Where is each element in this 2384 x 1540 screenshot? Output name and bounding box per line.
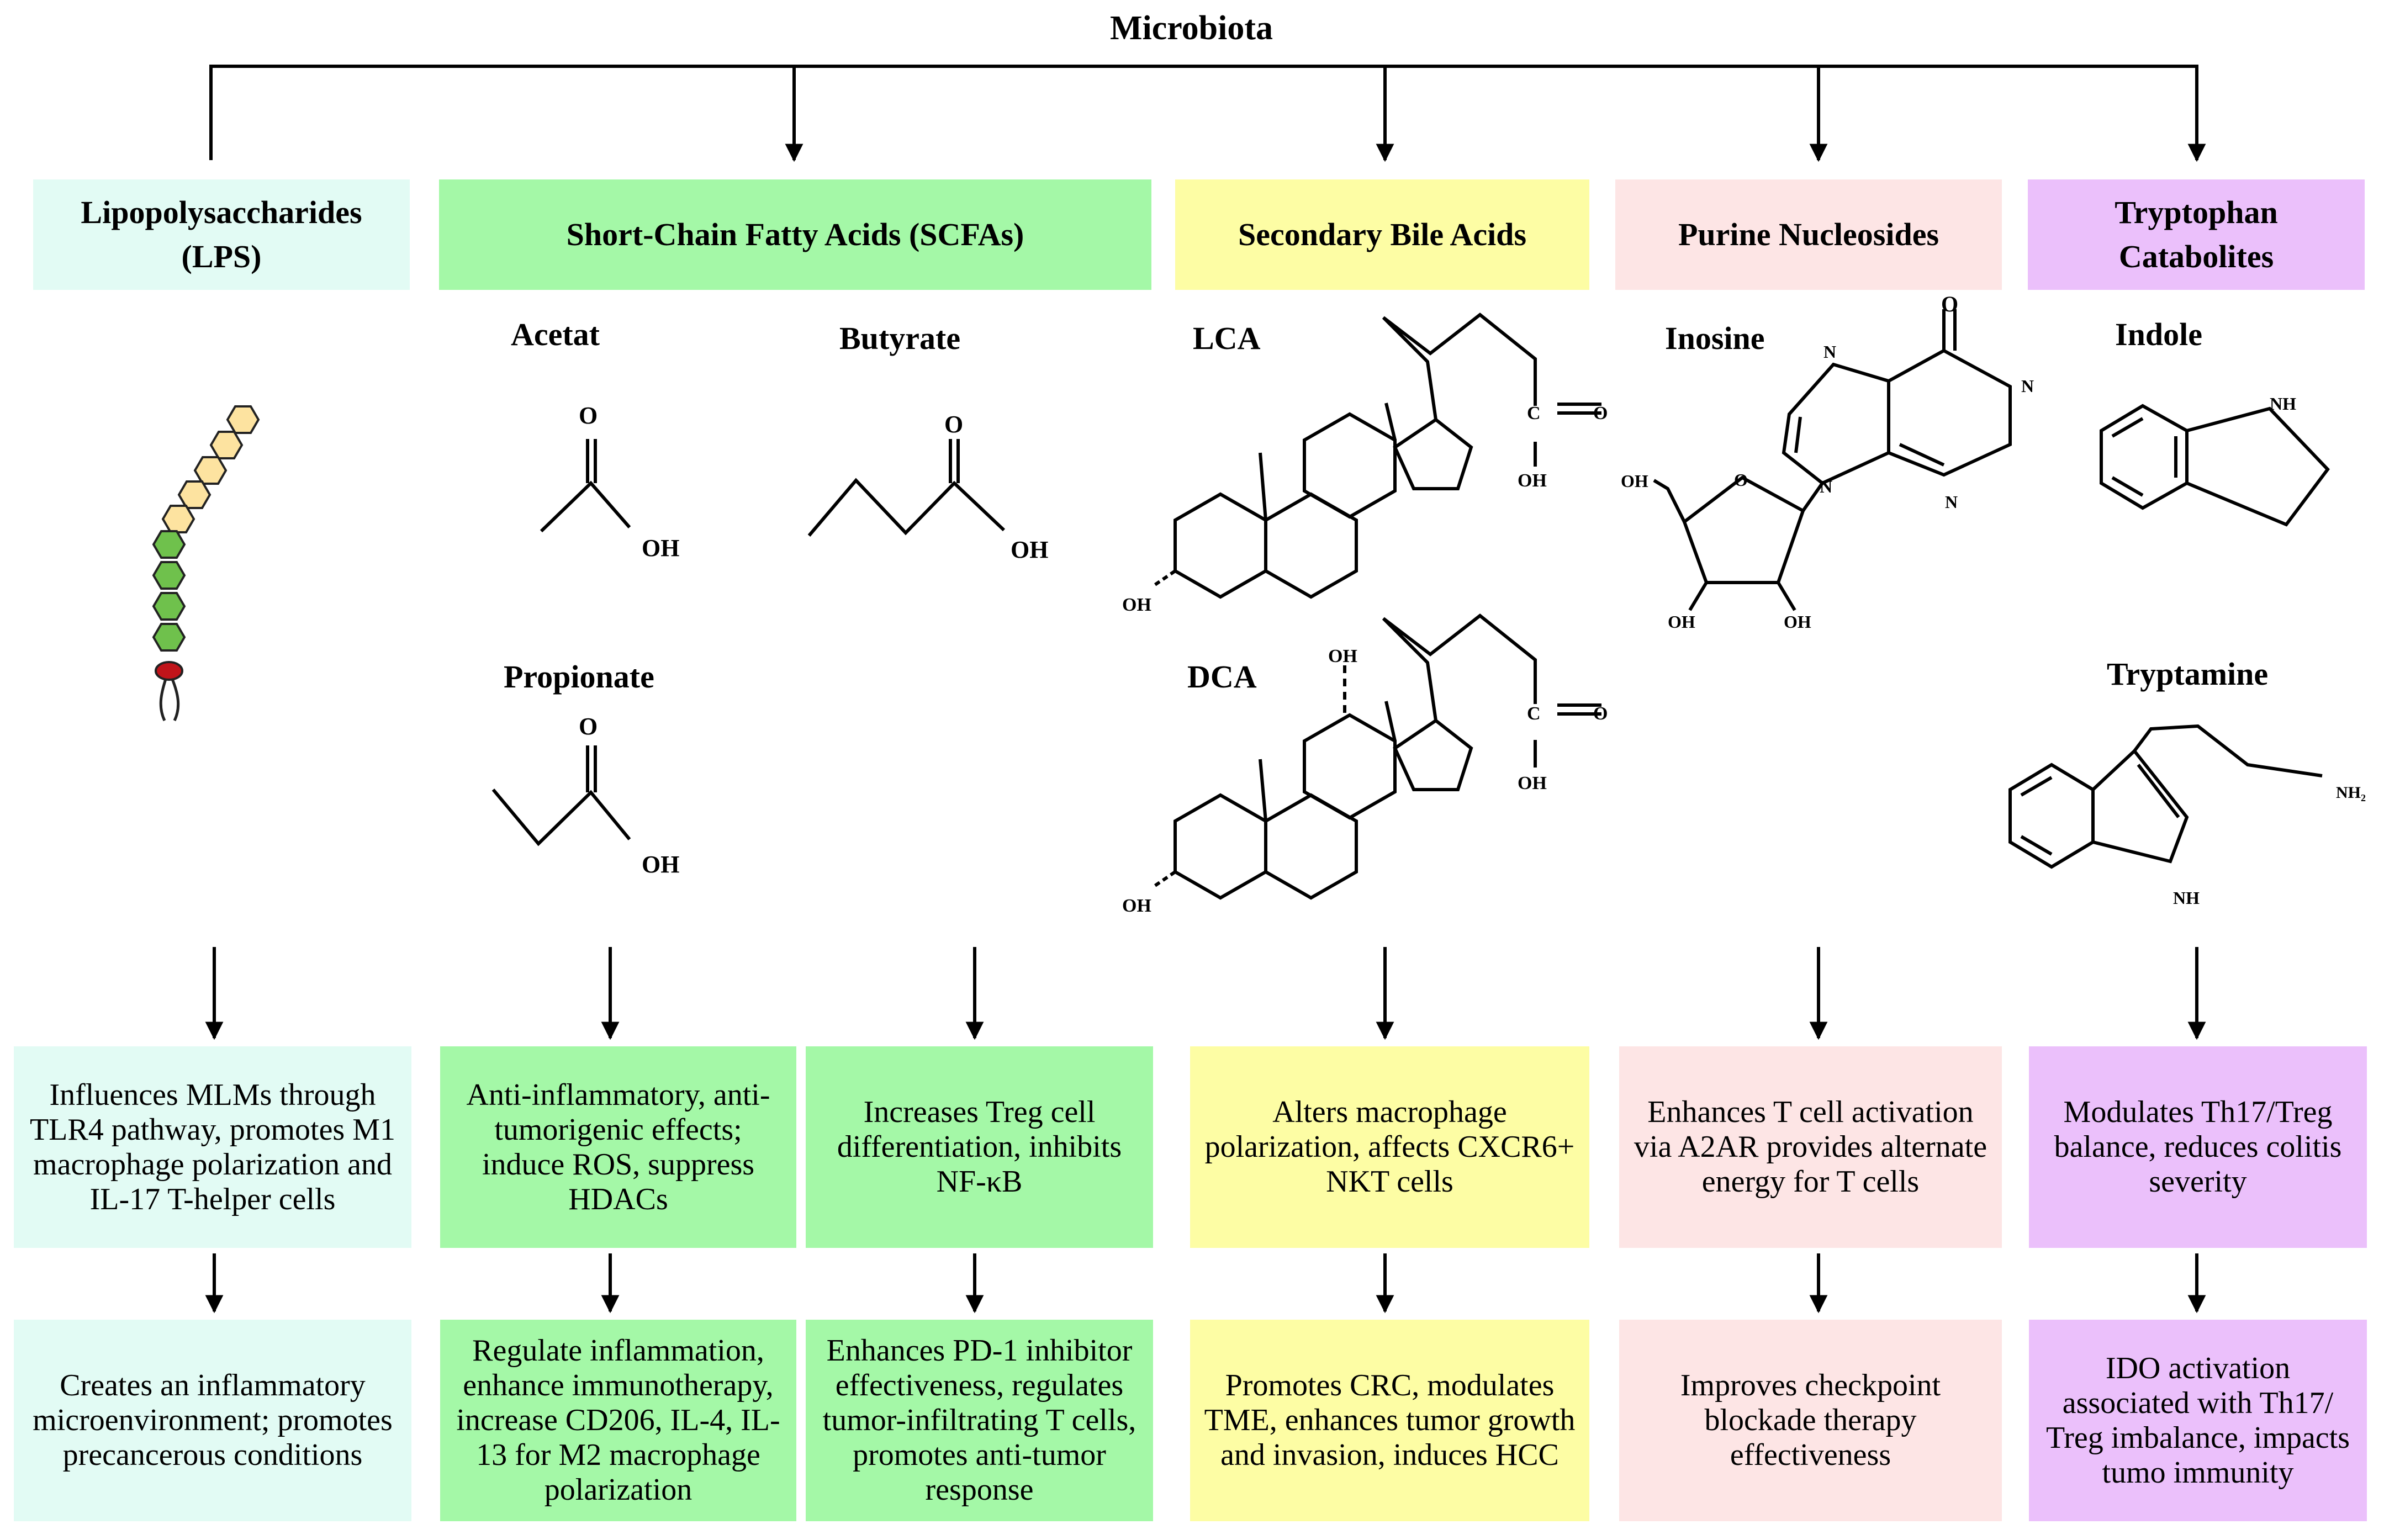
category-header-bile-acids: Secondary Bile Acids [1175, 179, 1589, 290]
outcome-text: Creates an inflammatory microenvironment… [33, 1368, 393, 1472]
atom-label-propionate-o: O [579, 713, 598, 740]
category-header-scfa: Short-Chain Fatty Acids (SCFAs) [439, 179, 1151, 290]
mechanism-text: Influences MLMs through TLR4 pathway, pr… [29, 1077, 396, 1216]
atom-label-inosine-n4: N [1820, 477, 1833, 496]
mechanism-box-tryptophan: Modulates Th17/Treg balance, reduces col… [2029, 1046, 2367, 1248]
outcome-box-lps: Creates an inflammatory microenvironment… [14, 1320, 411, 1521]
mechanism-text: Modulates Th17/Treg balance, reduces col… [2054, 1095, 2342, 1199]
indole-structure [2100, 404, 2330, 527]
atom-label-lca-oh: OH [1122, 595, 1151, 615]
mechanism-text: Increases Treg cell differentiation, inh… [837, 1095, 1122, 1199]
dca-structure [1153, 613, 1601, 900]
atom-label-inosine-n2: N [2021, 376, 2034, 396]
category-label: Tryptophan Catabolites [2115, 194, 2278, 274]
atom-label-acetate-oh: OH [642, 534, 680, 562]
atom-label-butyrate-o: O [944, 411, 964, 438]
category-label: Purine Nucleosides [1678, 216, 1939, 252]
outcome-box-bile-acids: Promotes CRC, modulates TME, enhances tu… [1190, 1320, 1589, 1521]
category-label: Lipopolysaccharides (LPS) [81, 194, 362, 274]
mechanism-text: Enhances T cell activation via A2AR prov… [1634, 1095, 1987, 1199]
outcome-box-butyrate: Enhances PD-1 inhibitor effectiveness, r… [806, 1320, 1153, 1521]
propionate-structure [491, 745, 631, 846]
outcome-box-acetate-propionate: Regulate inflammation, enhance immunothe… [440, 1320, 796, 1521]
outcome-box-tryptophan: IDO activation associated with Th17/ Tre… [2029, 1320, 2367, 1521]
atom-label-tryptamine-nh: NH [2173, 888, 2200, 908]
lps-core-sugars [152, 530, 186, 652]
tryptamine-structure [2008, 724, 2323, 869]
mechanism-box-butyrate: Increases Treg cell differentiation, inh… [806, 1046, 1153, 1248]
outcome-arrows [205, 1253, 2206, 1314]
atom-label-lca-c: C [1527, 403, 1541, 424]
mechanism-text: Anti-inflammatory, anti-tumorigenic effe… [466, 1077, 770, 1216]
atom-label-acetate-o: O [579, 402, 598, 429]
atom-label-dca-acid-oh: OH [1518, 773, 1547, 793]
lps-lipid-tails [159, 679, 180, 722]
category-header-tryptophan: Tryptophan Catabolites [2028, 179, 2365, 290]
outcome-text: Improves checkpoint blockade therapy eff… [1680, 1368, 1941, 1472]
molecule-name-tryptamine: Tryptamine [2107, 656, 2269, 692]
mechanism-text: Alters macrophage polarization, affects … [1204, 1095, 1575, 1199]
atom-label-dca-12-oh: OH [1328, 646, 1357, 666]
category-label: Short-Chain Fatty Acids (SCFAs) [566, 216, 1024, 252]
outcome-text: Promotes CRC, modulates TME, enhances tu… [1204, 1368, 1576, 1472]
atom-label-dca-3-oh: OH [1122, 896, 1151, 916]
atom-label-dca-o: O [1593, 703, 1608, 724]
mechanism-box-bile-acids: Alters macrophage polarization, affects … [1190, 1046, 1589, 1248]
atom-label-inosine-n1: N [1823, 342, 1837, 362]
butyrate-structure [807, 439, 1006, 537]
lps-o-antigen-sugars [161, 405, 260, 533]
lps-molecule-icon [152, 405, 260, 722]
molecule-name-acetat: Acetat [511, 316, 600, 352]
atom-label-indole-nh: NH [2270, 394, 2296, 414]
atom-label-inosine-n3: N [1945, 492, 1958, 512]
category-header-purine: Purine Nucleosides [1615, 179, 2002, 290]
molecule-name-butyrate: Butyrate [839, 320, 961, 356]
atom-label-inosine-ring-o: O [1734, 470, 1748, 490]
root-title: Microbiota [1110, 9, 1273, 47]
molecule-name-propionate: Propionate [504, 659, 654, 695]
molecule-name-inosine: Inosine [1665, 320, 1765, 356]
lps-lipid-a [155, 661, 183, 681]
outcome-text: Regulate inflammation, enhance immunothe… [456, 1333, 780, 1507]
lca-structure [1153, 313, 1601, 599]
mechanism-box-purine: Enhances T cell activation via A2AR prov… [1619, 1046, 2002, 1248]
molecule-name-indole: Indole [2115, 316, 2202, 352]
category-label: Secondary Bile Acids [1238, 216, 1527, 252]
atom-label-inosine-oh-3: OH [1668, 612, 1695, 632]
category-header-lps: Lipopolysaccharides (LPS) [33, 179, 410, 290]
atom-label-lca-acid-oh: OH [1518, 470, 1547, 491]
molecule-name-dca: DCA [1187, 659, 1257, 695]
atom-label-butyrate-oh: OH [1011, 536, 1049, 563]
outcome-text: Enhances PD-1 inhibitor effectiveness, r… [822, 1333, 1137, 1507]
acetate-structure [540, 439, 631, 533]
mechanism-box-lps: Influences MLMs through TLR4 pathway, pr… [14, 1046, 411, 1248]
atom-label-inosine-oh-5: OH [1621, 471, 1648, 491]
outcome-box-purine: Improves checkpoint blockade therapy eff… [1619, 1320, 2002, 1521]
atom-label-dca-c: C [1527, 703, 1541, 724]
atom-label-inosine-o: O [1941, 292, 1959, 316]
atom-label-tryptamine-nh2: NH₂ [2336, 784, 2366, 802]
atom-label-lca-o: O [1593, 403, 1608, 424]
structure-arrows [205, 947, 2206, 1040]
inosine-structure [1653, 309, 2012, 611]
top-connector-lines [209, 65, 2206, 162]
mechanism-box-acetate-propionate: Anti-inflammatory, anti-tumorigenic effe… [440, 1046, 796, 1248]
outcome-text: IDO activation associated with Th17/ Tre… [2045, 1351, 2350, 1490]
molecule-name-lca: LCA [1193, 320, 1261, 356]
atom-label-propionate-oh: OH [642, 851, 680, 878]
atom-label-inosine-oh-2: OH [1784, 612, 1811, 632]
